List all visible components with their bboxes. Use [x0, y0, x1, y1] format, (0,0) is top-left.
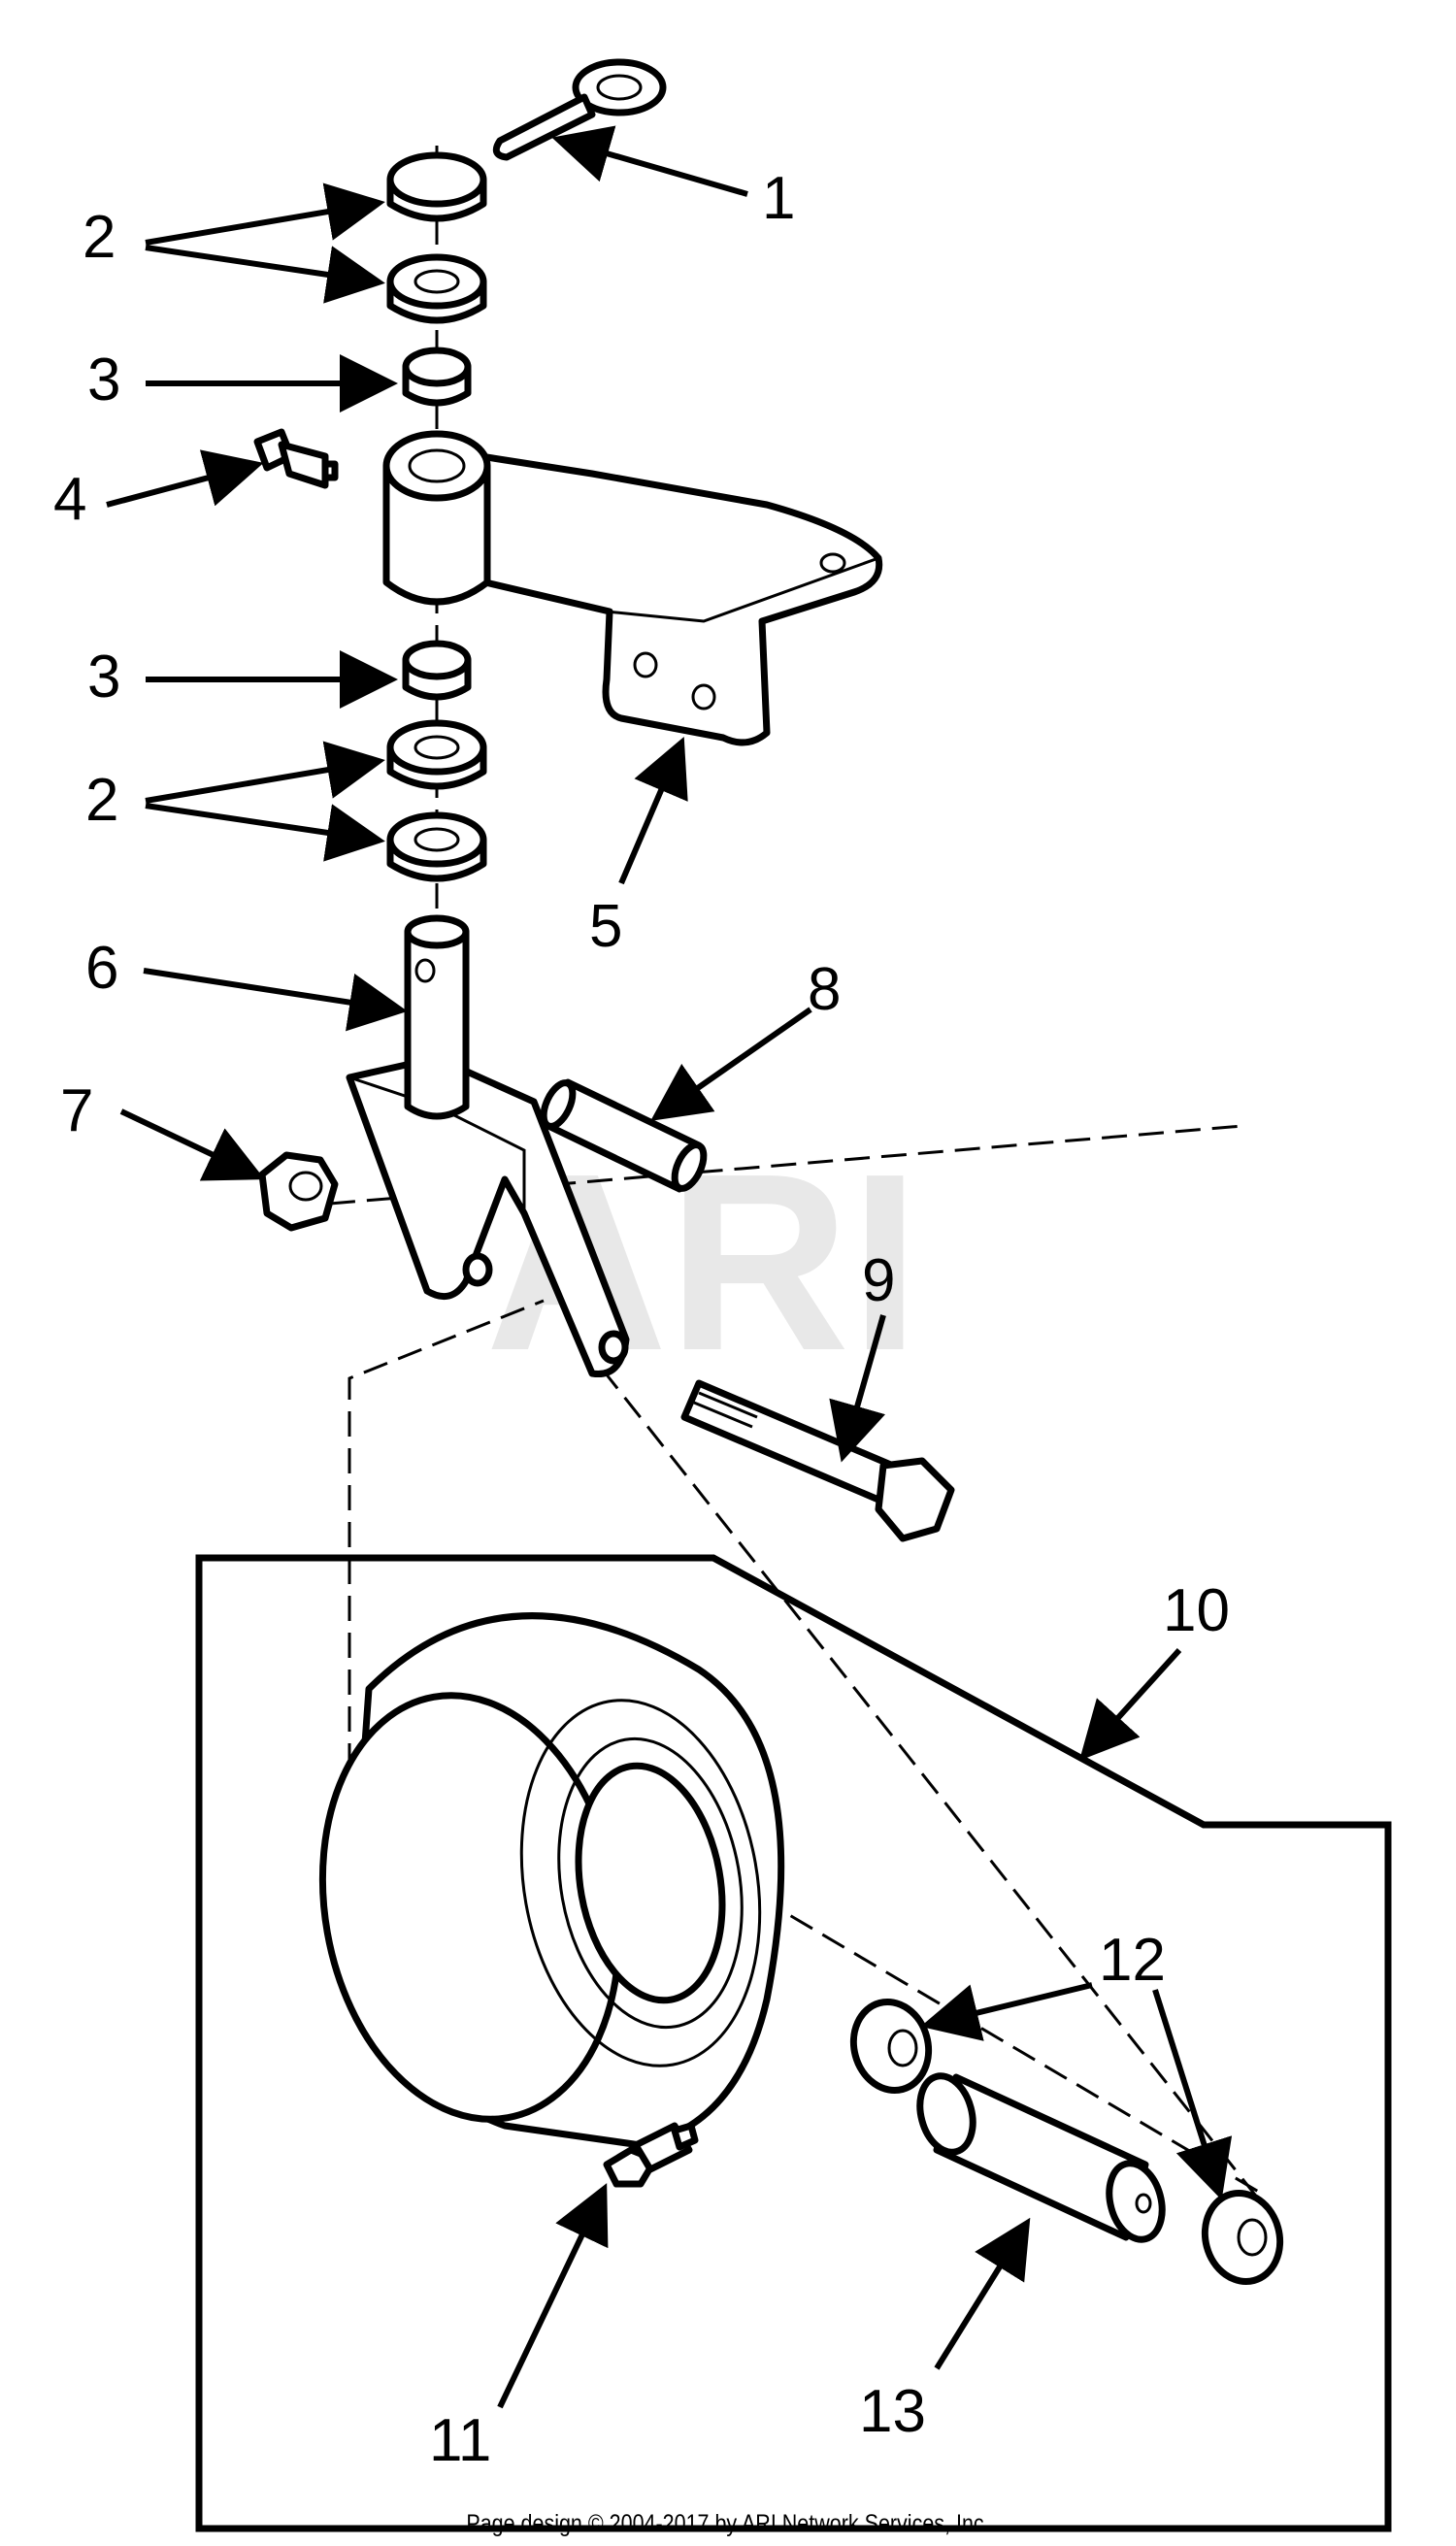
hitch-pin	[492, 58, 667, 161]
callout-2-lower: 2	[85, 767, 118, 834]
callout-3-lower: 3	[87, 644, 120, 711]
callout-labels: 1 2 3 4 3 2 5 6 7 8 9 10 11 12 13	[53, 165, 1230, 2474]
callout-11: 11	[429, 2407, 491, 2474]
callout-7: 7	[60, 1077, 93, 1144]
leader-arrows	[106, 125, 1233, 2409]
bushing-upper	[402, 347, 472, 407]
callout-2-upper: 2	[83, 204, 116, 271]
callout-10: 10	[1163, 1577, 1230, 1644]
lock-nut	[258, 1151, 339, 1232]
caster-mount-arm	[382, 430, 883, 746]
callout-9: 9	[862, 1247, 895, 1314]
callout-8: 8	[808, 956, 841, 1023]
bushing-lower	[402, 640, 472, 701]
wheel-bushing-2	[1201, 2189, 1284, 2286]
spacer-tube	[540, 1078, 708, 1193]
callout-5: 5	[589, 893, 622, 960]
callout-6: 6	[85, 935, 118, 1002]
grease-fitting-upper	[253, 428, 339, 489]
wheel-assembly-frame	[195, 1554, 1392, 2532]
callout-1: 1	[762, 165, 795, 232]
caster-wheel	[318, 1612, 785, 2149]
callout-12: 12	[1099, 1927, 1166, 1994]
wheel-spacer	[916, 2072, 1166, 2243]
hex-bolt	[680, 1379, 955, 1542]
callout-13: 13	[859, 2378, 926, 2445]
grease-fitting-wheel	[603, 2122, 699, 2188]
washer-upper-1	[386, 151, 487, 222]
washer-upper-2	[386, 253, 487, 324]
caster-fork	[346, 914, 630, 1378]
washer-lower-1	[386, 719, 487, 790]
copyright-footer: Page design © 2004-2017 by ARI Network S…	[466, 2510, 990, 2537]
callout-4: 4	[53, 466, 86, 533]
washer-lower-2	[386, 811, 487, 882]
callout-3-upper: 3	[87, 347, 120, 413]
